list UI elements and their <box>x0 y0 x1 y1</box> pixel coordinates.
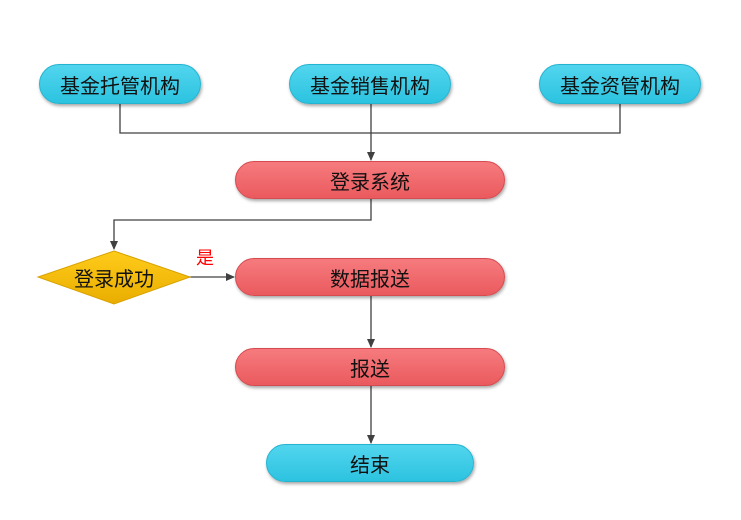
node-fund-custody: 基金托管机构 <box>39 64 201 104</box>
node-data-report: 数据报送 <box>235 258 505 296</box>
connector-custody-to-merge <box>119 102 621 134</box>
decision-login-success: 登录成功 <box>74 266 154 291</box>
edge-label-yes: 是 <box>196 248 214 269</box>
node-fund-sales: 基金销售机构 <box>289 64 451 104</box>
node-report: 报送 <box>235 348 505 386</box>
node-end: 结束 <box>266 444 474 482</box>
connector-login-to-decision <box>110 199 372 250</box>
node-login-system: 登录系统 <box>235 161 505 199</box>
node-fund-asset-management: 基金资管机构 <box>539 64 701 104</box>
decision-diamond-shape <box>36 250 192 305</box>
